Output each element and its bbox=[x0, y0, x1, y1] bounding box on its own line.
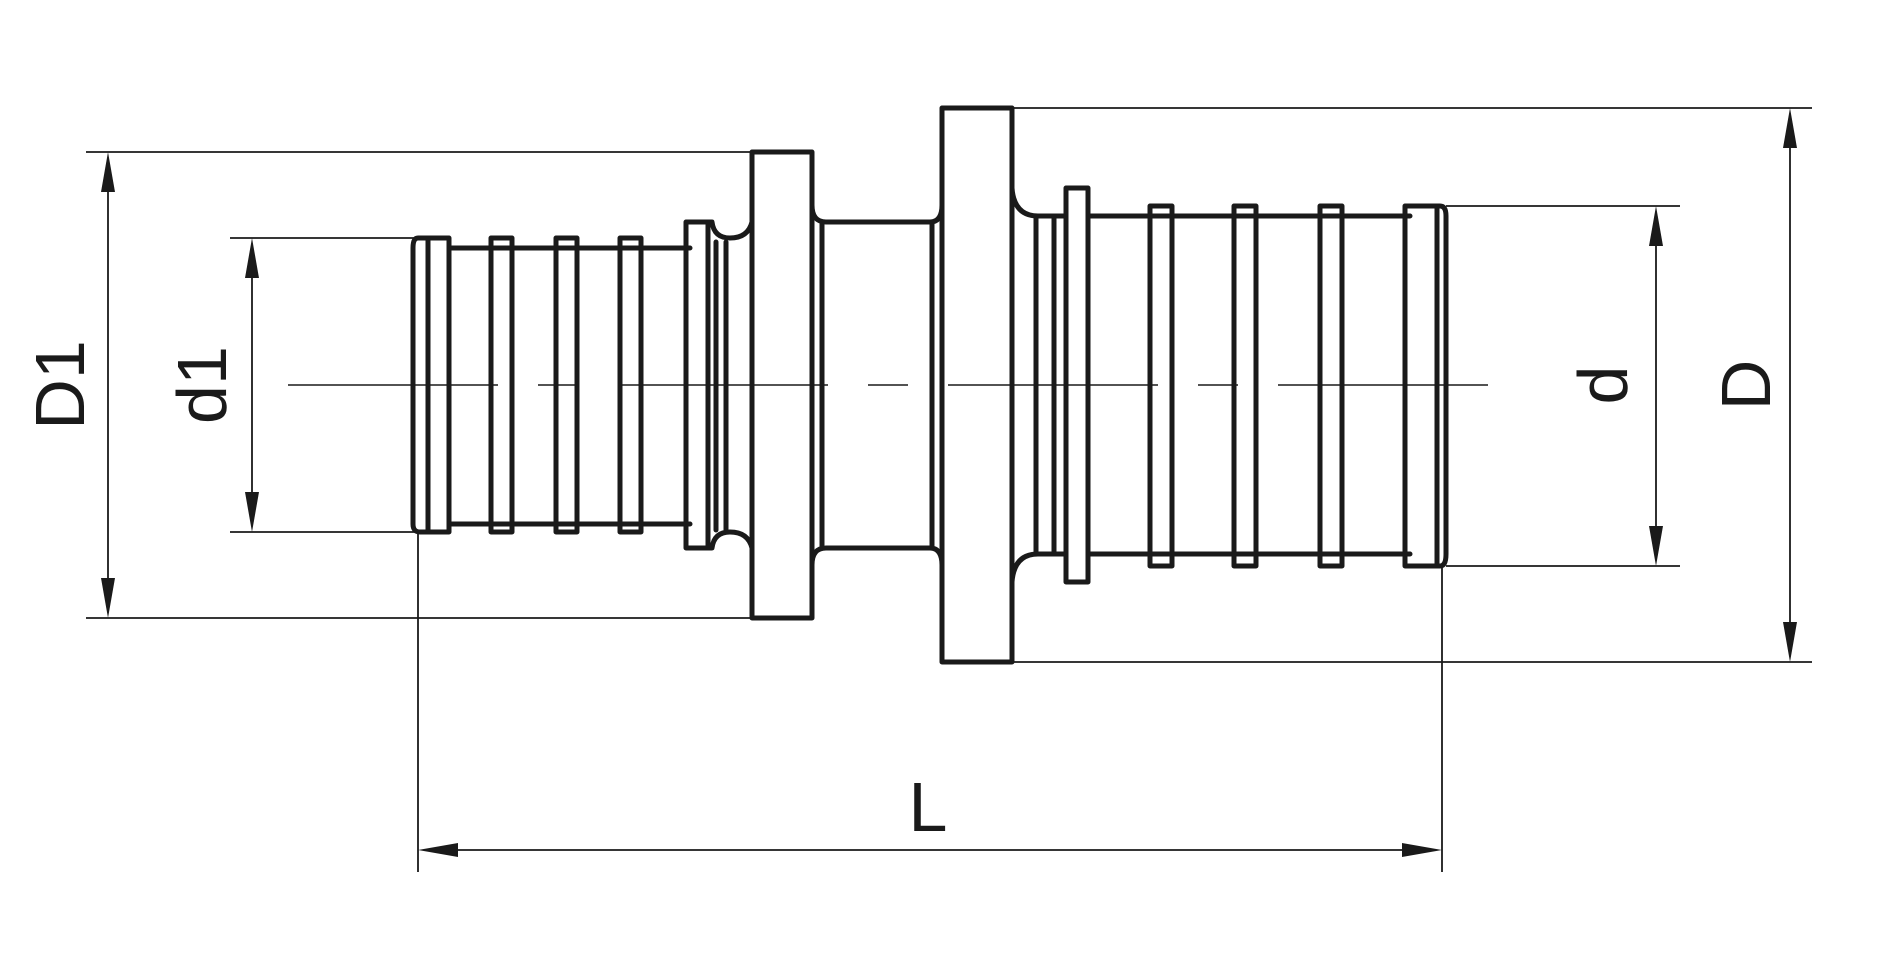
arrowhead bbox=[245, 492, 259, 532]
arrowhead bbox=[245, 238, 259, 278]
dimension-d: d bbox=[1564, 206, 1663, 566]
arrowhead bbox=[1402, 843, 1442, 857]
left-collar bbox=[749, 149, 815, 621]
label-L: L bbox=[909, 768, 948, 846]
dimension-D1: D1 bbox=[21, 152, 115, 618]
label-D1: D1 bbox=[21, 340, 99, 429]
arrowhead bbox=[418, 843, 458, 857]
right-spigot bbox=[1009, 185, 1449, 585]
dimension-D: D bbox=[1707, 108, 1797, 662]
label-d1: d1 bbox=[163, 346, 241, 424]
dimension-L: L bbox=[418, 768, 1442, 857]
arrowhead bbox=[1783, 108, 1797, 148]
extension-lines bbox=[86, 107, 1812, 872]
right-collar bbox=[939, 105, 1015, 665]
label-d: d bbox=[1564, 366, 1642, 405]
label-D: D bbox=[1707, 360, 1785, 411]
arrowhead bbox=[101, 578, 115, 618]
arrowhead bbox=[1649, 206, 1663, 246]
dimension-d1: d1 bbox=[163, 238, 259, 532]
arrowhead bbox=[1649, 526, 1663, 566]
arrowhead bbox=[1783, 622, 1797, 662]
arrowhead bbox=[101, 152, 115, 192]
